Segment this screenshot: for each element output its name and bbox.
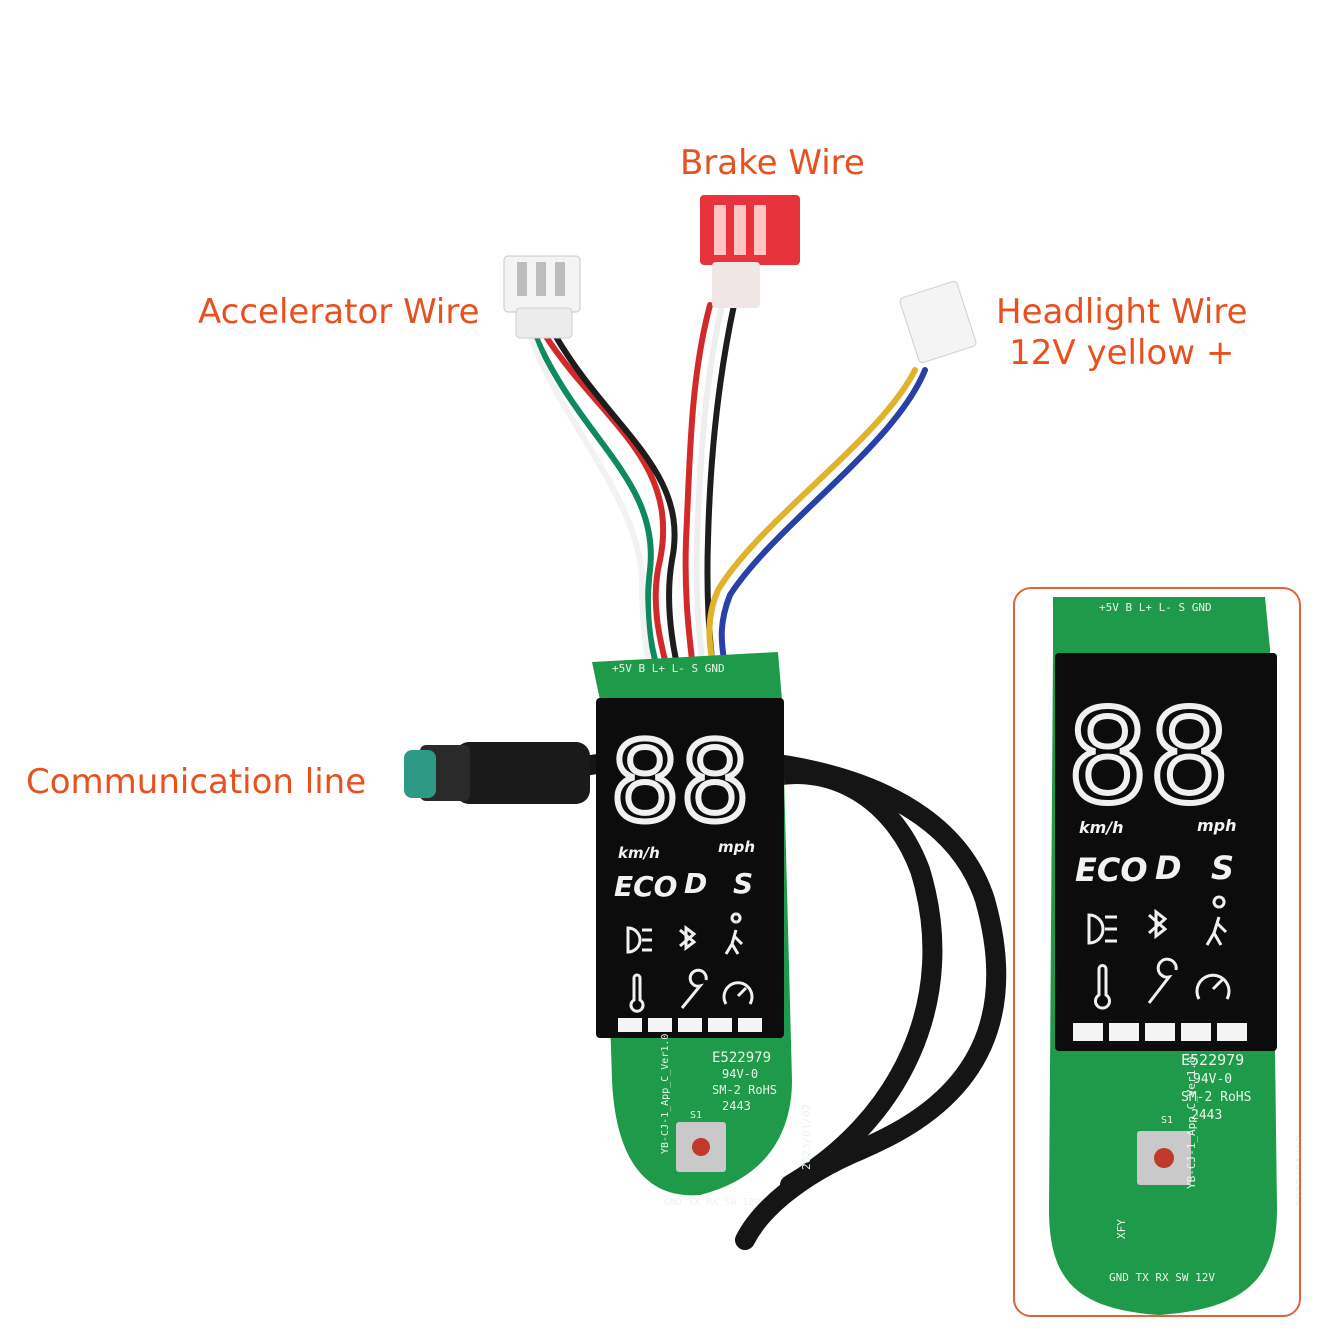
headlight-wire-label: Headlight Wire 12V yellow + [996,292,1248,374]
accelerator-connector [503,255,581,339]
rating: 94V-0 [722,1067,758,1081]
communication-connector [404,742,590,804]
bluetooth-icon [679,925,697,951]
inset-wrench-icon [1147,957,1178,1004]
rohs-mark: SM-2 RoHS [712,1083,777,1097]
unit-kmh: km/h [618,844,660,862]
inset-maker: XFY [1115,1219,1128,1239]
speedometer-icon [722,981,754,1005]
switch-button [692,1138,710,1156]
lot-code: 2443 [722,1099,751,1113]
headlight-wire-title: Headlight Wire [996,292,1248,332]
model-text: YB-CJ-1_App_C_Ver1.0 [660,1034,671,1154]
inset-speedometer-icon [1195,973,1231,1000]
closeup-inset: +5V B L+ L- S GND 88 km/h mph ECO D S [1013,587,1301,1317]
inset-date: 2023/01/02 [1294,1135,1301,1207]
inset-model: YB-CJ-1_App_C_Ver1.0 [1185,1057,1198,1189]
inset-unit-kmh: km/h [1079,818,1124,837]
thermometer-icon [629,973,645,1013]
mode-eco: ECO [614,870,677,903]
mode-s: S [733,867,753,900]
inset-walk-icon [1205,895,1228,946]
inset-mode-eco: ECO [1075,851,1148,889]
mode-d: D [684,867,707,900]
inset-unit-mph: mph [1197,816,1237,835]
inset-rohs: SM-2 RoHS [1181,1090,1251,1105]
walk-icon [724,912,744,955]
inset-cert: E522979 [1181,1051,1244,1069]
speed-digits: 88 [610,718,750,846]
cert-number: E522979 [712,1050,771,1066]
brake-wire-label: Brake Wire [680,143,865,183]
inset-mode-s: S [1211,849,1234,887]
inset-top-pins: +5V B L+ L- S GND [1099,601,1212,614]
headlight-connector [899,280,977,364]
inset-thermometer-icon [1094,964,1111,1010]
inset-rating: 94V-0 [1193,1072,1232,1087]
top-pin-labels: +5V B L+ L- S GND [612,662,725,675]
inset-speed-digits: 88 [1067,683,1230,832]
inset-battery-bar [1073,1023,1247,1041]
inset-bottom-pins: GND TX RX SW 12V [1109,1271,1215,1284]
wrench-icon [680,968,708,1009]
brake-connector [700,195,800,308]
inset-switch-button [1154,1148,1174,1168]
date-text: 2023/01/02 [800,1104,813,1170]
inset-lot: 2443 [1191,1108,1222,1123]
switch-label: S1 [690,1110,702,1121]
accelerator-wire-label: Accelerator Wire [198,292,480,332]
headlight-voltage: 12V yellow + [1009,332,1235,373]
wire-bundle [527,302,928,663]
inset-bluetooth-icon [1148,908,1168,940]
inset-headlight-icon [1087,913,1117,945]
battery-bar [618,1018,762,1032]
closeup-board: +5V B L+ L- S GND 88 km/h mph ECO D S [1049,597,1301,1315]
communication-line-label: Communication line [26,762,367,802]
headlight-icon [626,926,652,954]
inset-mode-d: D [1155,849,1182,887]
unit-mph: mph [718,838,755,856]
inset-switch-label: S1 [1161,1115,1173,1126]
main-display-board: +5V B L+ L- S GND 88 km/h mph ECO D S [592,652,813,1208]
bottom-pin-labels: GND TX RX SW 12V [664,1197,760,1208]
